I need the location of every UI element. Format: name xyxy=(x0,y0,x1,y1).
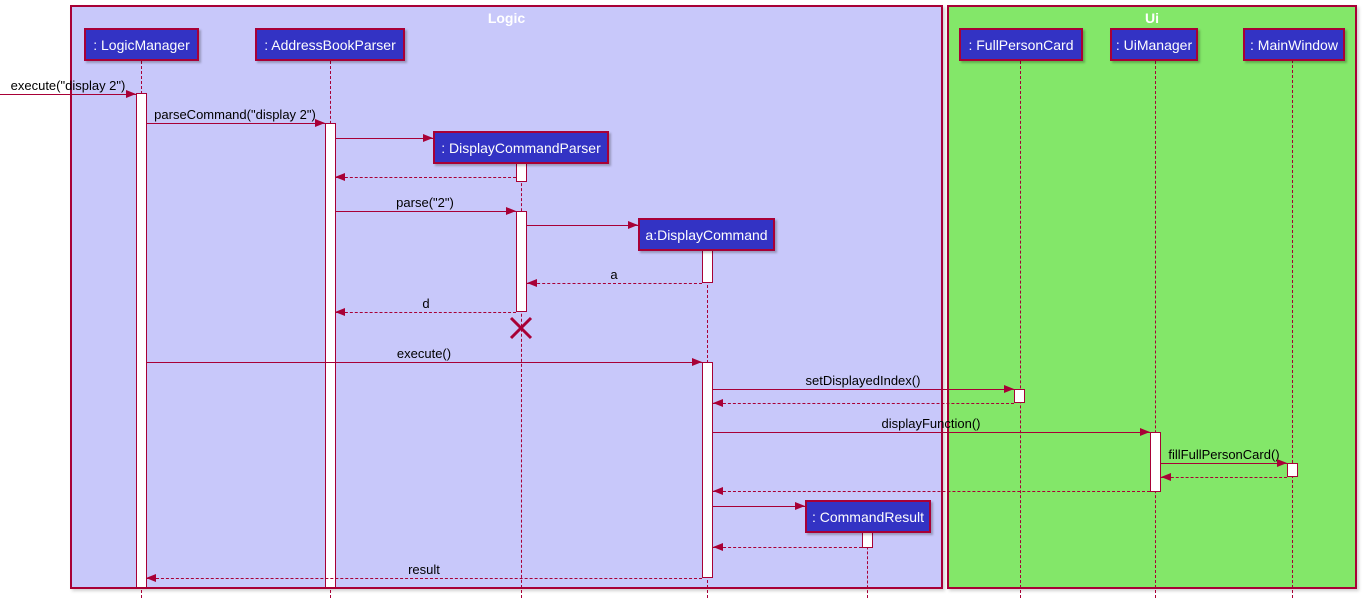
message-label: d xyxy=(422,296,430,311)
activation-fullpersoncard xyxy=(1014,389,1025,403)
activation-displaycommandparser-2 xyxy=(516,211,527,312)
participant-displaycommand: a:DisplayCommand xyxy=(638,218,775,251)
activation-uimanager xyxy=(1150,432,1161,492)
participant-commandresult: : CommandResult xyxy=(805,500,931,533)
arrow-right-icon xyxy=(628,221,638,229)
activation-displaycommand-1 xyxy=(702,250,713,283)
activation-displaycommand-2 xyxy=(702,362,713,578)
lifeline-uimanager xyxy=(1155,61,1156,598)
lifeline-commandresult xyxy=(867,532,868,598)
arrow-right-icon xyxy=(1140,428,1150,436)
participant-addressbookparser: : AddressBookParser xyxy=(255,28,405,61)
activation-displaycommandparser-1 xyxy=(516,163,527,182)
arrow-right-icon xyxy=(692,358,702,366)
message-label: result xyxy=(408,562,440,577)
message-label: fillFullPersonCard() xyxy=(1168,447,1280,462)
arrow-right-icon xyxy=(1004,385,1014,393)
participant-mainwindow: : MainWindow xyxy=(1243,28,1345,61)
activation-logicmanager xyxy=(136,93,147,588)
participant-displaycommandparser: : DisplayCommandParser xyxy=(433,131,609,164)
arrow-right-icon xyxy=(1277,459,1287,467)
arrow-left-icon xyxy=(335,308,345,316)
arrow-left-icon xyxy=(335,173,345,181)
frame-ui-title: Ui xyxy=(1145,10,1159,26)
lifeline-mainwindow xyxy=(1292,60,1293,598)
arrow-left-icon xyxy=(713,487,723,495)
arrow-left-icon xyxy=(713,543,723,551)
destroy-icon xyxy=(509,316,533,345)
message-label: execute("display 2") xyxy=(10,78,126,93)
arrow-left-icon xyxy=(1161,473,1171,481)
arrow-right-icon xyxy=(423,134,433,142)
participant-fullpersoncard: : FullPersonCard xyxy=(959,28,1083,61)
message-label: a xyxy=(610,267,618,282)
activation-commandresult xyxy=(862,532,873,548)
arrow-right-icon xyxy=(506,207,516,215)
arrow-right-icon xyxy=(795,502,805,510)
activation-addressbookparser xyxy=(325,123,336,588)
message-label: execute() xyxy=(396,346,452,361)
participant-uimanager: : UiManager xyxy=(1110,28,1198,61)
message-label: parse("2") xyxy=(396,195,454,210)
activation-mainwindow xyxy=(1287,463,1298,477)
lifeline-displaycommandparser xyxy=(521,163,522,598)
arrow-left-icon xyxy=(713,399,723,407)
lifeline-fullpersoncard xyxy=(1020,61,1021,598)
arrow-right-icon xyxy=(315,119,325,127)
participant-logicmanager: : LogicManager xyxy=(84,28,199,61)
arrow-right-icon xyxy=(126,90,136,98)
arrow-left-icon xyxy=(527,279,537,287)
arrow-left-icon xyxy=(146,574,156,582)
message-label: parseCommand("display 2") xyxy=(154,107,316,122)
message-label: displayFunction() xyxy=(881,416,981,431)
frame-logic-title: Logic xyxy=(487,10,526,26)
message-label: setDisplayedIndex() xyxy=(805,373,921,388)
frame-ui: Ui xyxy=(947,5,1357,589)
